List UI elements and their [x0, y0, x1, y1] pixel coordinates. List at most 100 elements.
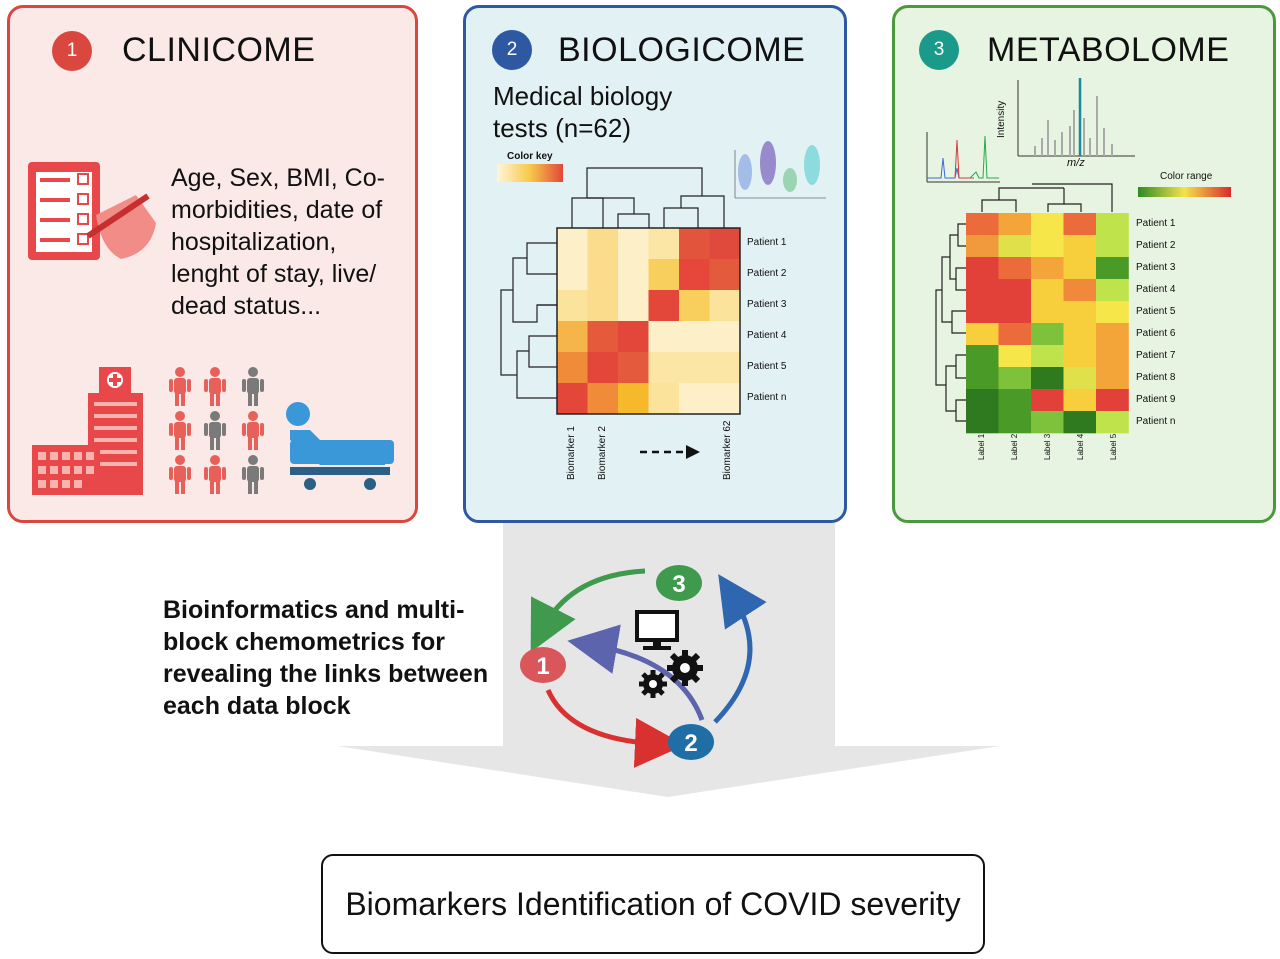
- heatmap-cell: [998, 389, 1032, 412]
- heatmap-cell: [1096, 411, 1129, 434]
- heatmap-cell: [587, 383, 619, 415]
- heatmap-cell: [618, 228, 649, 260]
- hospital-icon: [32, 367, 143, 495]
- cycle-node-2: 2: [668, 724, 714, 760]
- heatmap-cell: [1063, 235, 1097, 258]
- person-icon: [169, 455, 191, 494]
- heatmap-cell: [966, 279, 999, 302]
- clinicome-title: CLINICOME: [122, 31, 316, 69]
- biologicome-cells: [557, 228, 741, 415]
- heatmap-cell: [1063, 411, 1097, 434]
- heatmap-cell: [998, 323, 1032, 346]
- heatmap-cell: [1063, 345, 1097, 368]
- metabolome-title: METABOLOME: [987, 31, 1230, 69]
- heatmap-cell: [557, 383, 588, 415]
- heatmap-cell: [1031, 411, 1064, 434]
- heatmap-row-label: Patient 3: [747, 299, 787, 310]
- heatmap-cell: [709, 383, 741, 415]
- heatmap-cell: [618, 259, 649, 291]
- people-icon-grid: [169, 367, 264, 494]
- person-icon: [204, 411, 226, 450]
- panel-3-number: 3: [919, 30, 959, 70]
- spectrum-xlabel: m/z: [1067, 157, 1085, 169]
- heatmap-cell: [648, 259, 680, 291]
- patient-bed-icon: [286, 402, 394, 490]
- heatmap-cell: [1031, 345, 1064, 368]
- heatmap-cell: [1096, 235, 1129, 258]
- heatmap-row-label: Patient 9: [1136, 394, 1176, 405]
- heatmap-cell: [618, 290, 649, 322]
- heatmap-cell: [618, 383, 649, 415]
- heatmap-cell: [648, 352, 680, 384]
- heatmap-cell: [557, 321, 588, 353]
- svg-text:3: 3: [672, 571, 685, 598]
- heatmap-cell: [709, 259, 741, 291]
- metabolome-top-dendrogram: [981, 183, 1113, 212]
- heatmap-cell: [1063, 367, 1097, 390]
- heatmap-cell: [998, 345, 1032, 368]
- heatmap-cell: [679, 352, 710, 384]
- gears-icon: [639, 650, 703, 698]
- heatmap-cell: [1063, 389, 1097, 412]
- multiblock-description: Bioinformatics and multi-block chemometr…: [163, 596, 489, 720]
- metabolome-cells: [966, 213, 1129, 434]
- heatmap-cell: [587, 352, 619, 384]
- heatmap-cell: [966, 367, 999, 390]
- heatmap-cell: [1063, 279, 1097, 302]
- heatmap-cell: [1063, 323, 1097, 346]
- heatmap-cell: [998, 367, 1032, 390]
- heatmap-cell: [966, 301, 999, 324]
- heatmap-row-label: Patient 6: [1136, 328, 1176, 339]
- metabolome-side-dendrogram: [935, 223, 966, 422]
- result-box: Biomarkers Identification of COVID sever…: [321, 854, 985, 954]
- heatmap-row-label: Patient 5: [1136, 306, 1176, 317]
- heatmap-row-label: Patient 7: [1136, 350, 1176, 361]
- clinicome-description: Age, Sex, BMI, Co-morbidities, date of h…: [171, 164, 385, 320]
- heatmap-cell: [966, 257, 999, 280]
- heatmap-cell: [679, 321, 710, 353]
- checklist-icon: [28, 162, 156, 260]
- heatmap-cell: [1031, 279, 1064, 302]
- heatmap-cell: [709, 321, 741, 353]
- heatmap-cell: [679, 228, 710, 260]
- heatmap-cell: [966, 213, 999, 236]
- heatmap-cell: [1096, 323, 1129, 346]
- heatmap-cell: [1096, 213, 1129, 236]
- person-icon: [204, 455, 226, 494]
- heatmap-cell: [966, 411, 999, 434]
- heatmap-cell: [1096, 279, 1129, 302]
- heatmap-row-label: Patient 5: [747, 361, 787, 372]
- heatmap-cell: [1096, 301, 1129, 324]
- heatmap-cell: [709, 352, 741, 384]
- mass-spectrum-icon: [1017, 78, 1135, 157]
- cycle-node-1: 1: [520, 647, 566, 683]
- heatmap-row-label: Patient 1: [1136, 218, 1176, 229]
- heatmap-cell: [709, 290, 741, 322]
- heatmap-cell: [587, 290, 619, 322]
- heatmap-cell: [587, 321, 619, 353]
- heatmap-cell: [1096, 389, 1129, 412]
- person-icon: [169, 411, 191, 450]
- person-icon: [242, 411, 264, 450]
- dashed-arrow: [640, 445, 700, 459]
- heatmap-cell: [1096, 345, 1129, 368]
- heatmap-cell: [1063, 213, 1097, 236]
- heatmap-cell: [1031, 367, 1064, 390]
- heatmap-row-label: Patient n: [747, 392, 787, 403]
- heatmap-cell: [998, 213, 1032, 236]
- heatmap-row-label: Patient 4: [1136, 284, 1176, 295]
- chromatogram-icon: [926, 132, 1000, 183]
- heatmap-cell: [966, 345, 999, 368]
- heatmap-cell: [1031, 323, 1064, 346]
- heatmap-cell: [709, 228, 741, 260]
- violin-plot-icon: [734, 141, 826, 199]
- computer-icon: [635, 610, 679, 650]
- heatmap-cell: [648, 290, 680, 322]
- heatmap-cell: [1096, 257, 1129, 280]
- heatmap-cell: [1031, 389, 1064, 412]
- heatmap-cell: [1031, 235, 1064, 258]
